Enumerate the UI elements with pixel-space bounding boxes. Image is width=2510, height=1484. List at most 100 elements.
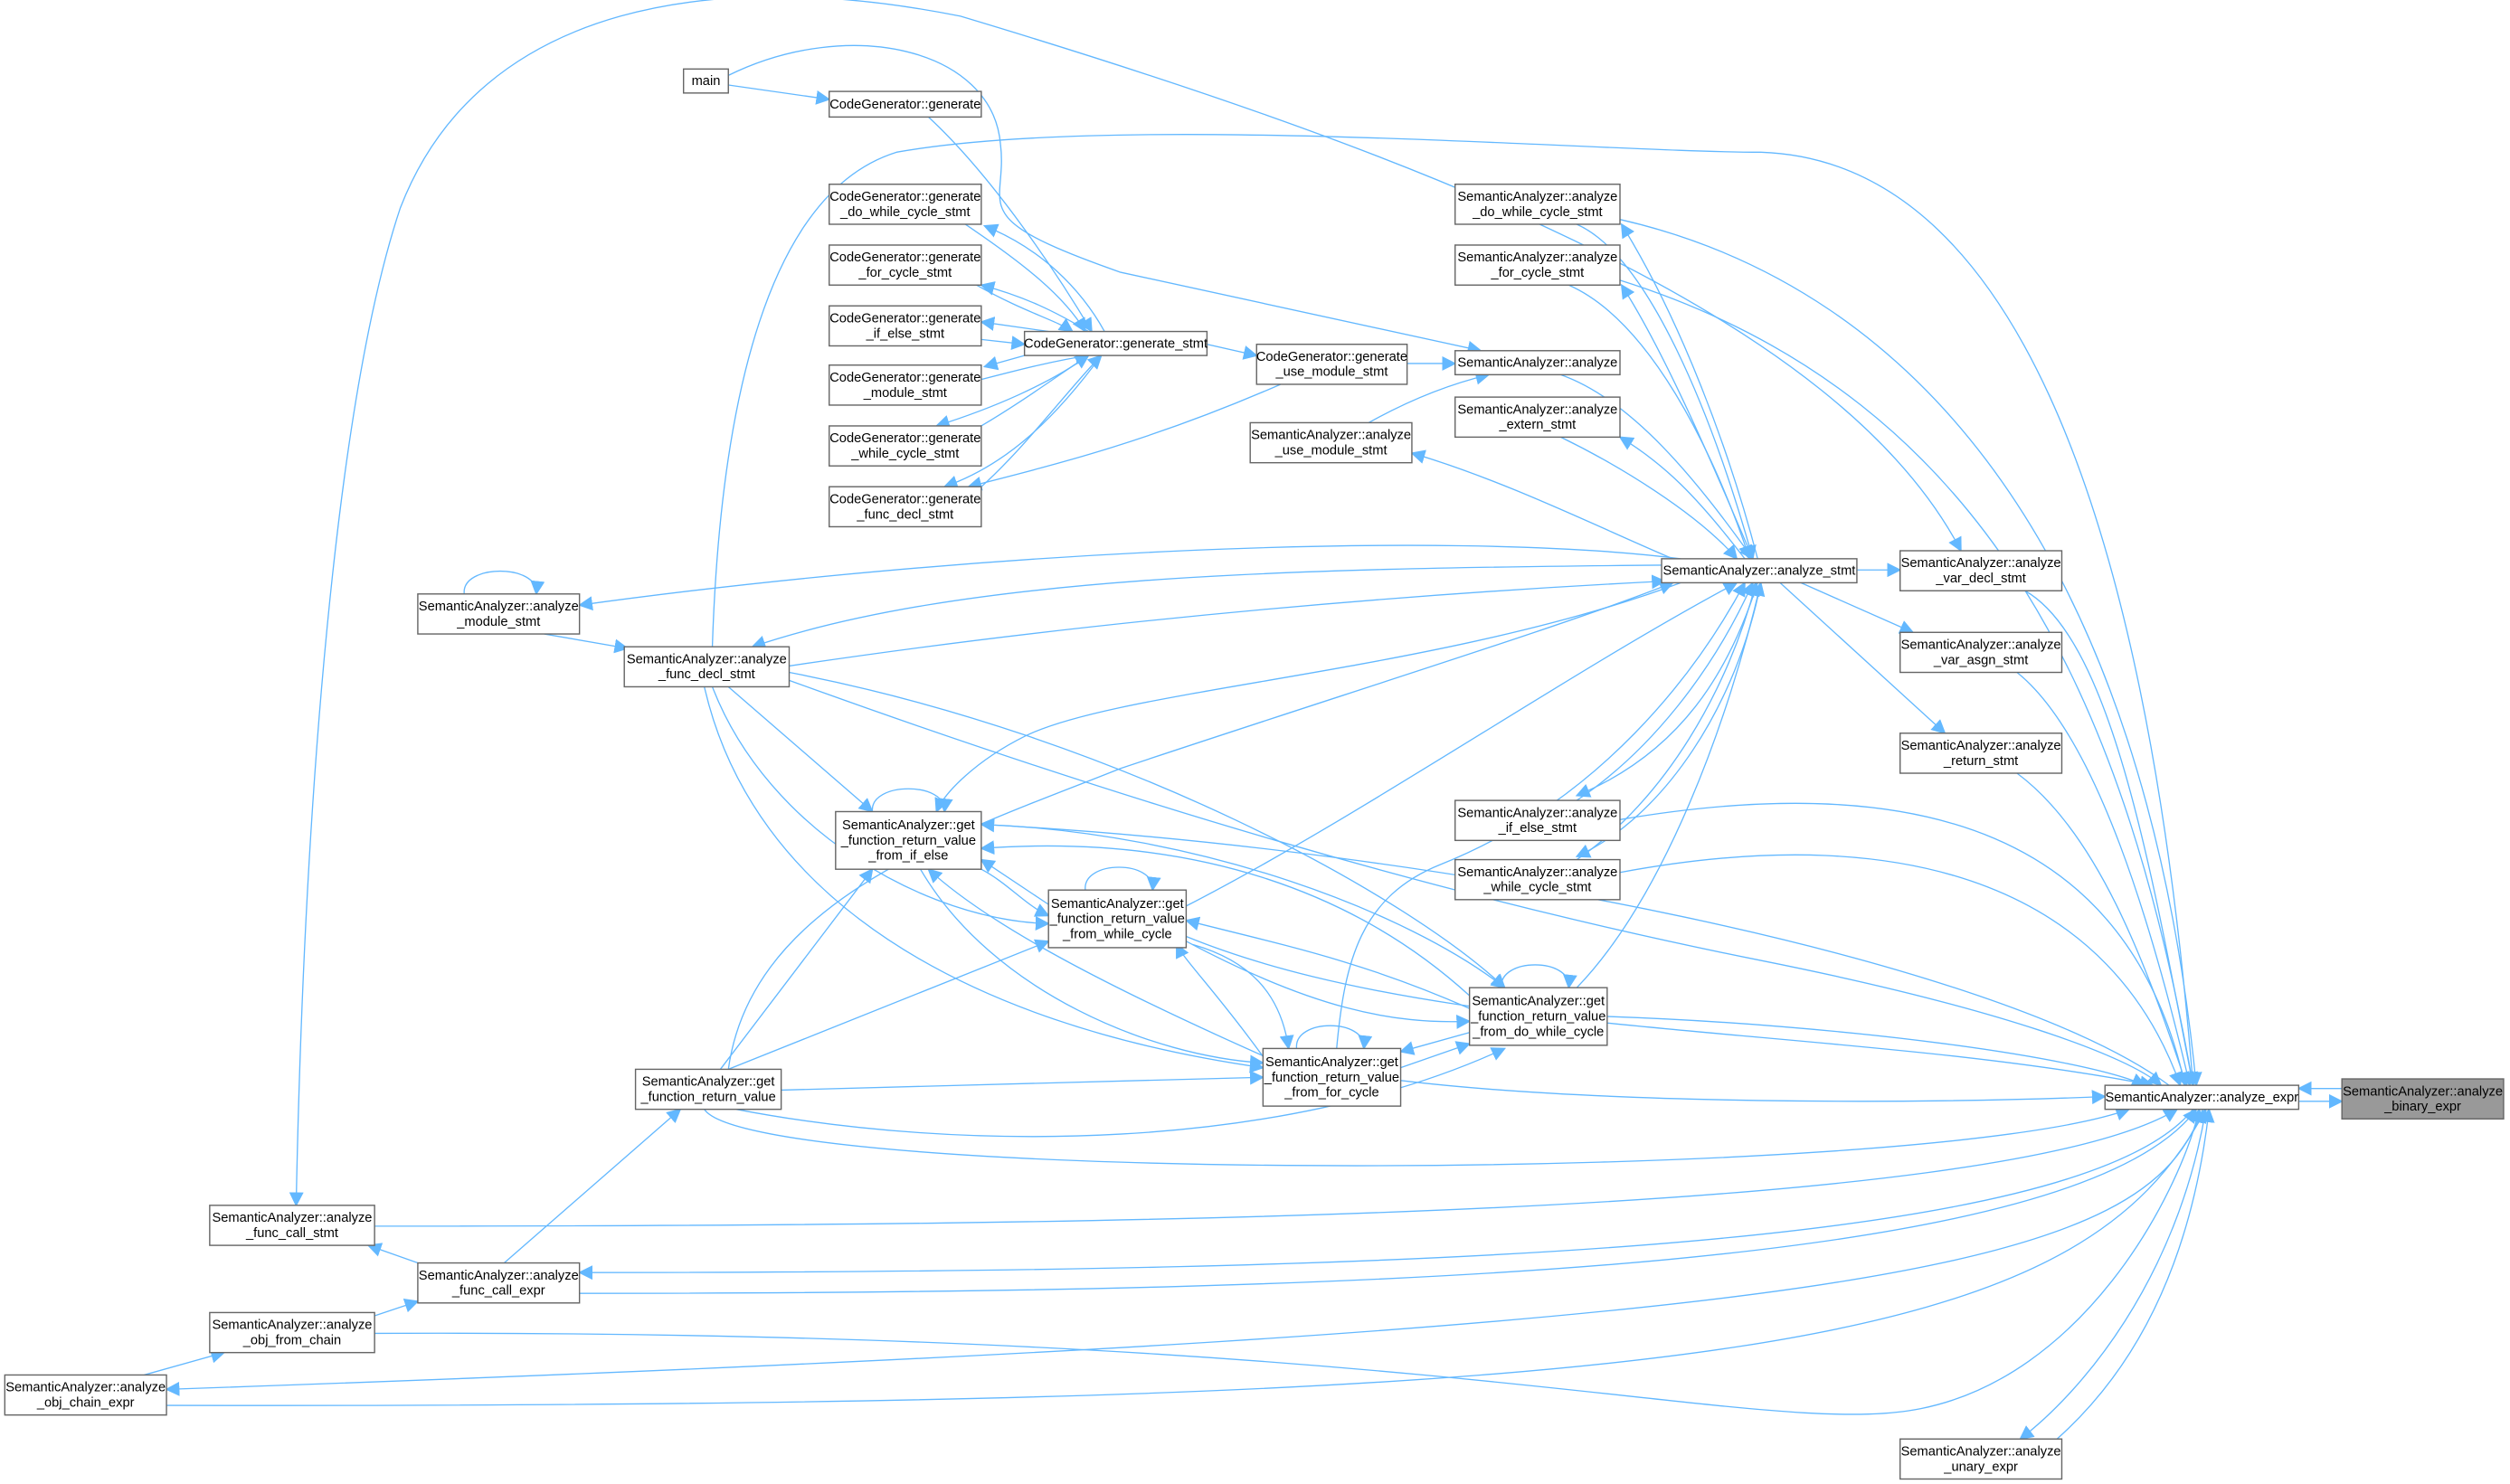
node-label: _obj_chain_expr bbox=[36, 1395, 135, 1410]
call-edge-39 bbox=[1186, 581, 1738, 907]
call-edge-91 bbox=[374, 1108, 2203, 1415]
node-label: SemanticAnalyzer::get bbox=[842, 818, 975, 833]
call-edge-79 bbox=[2016, 671, 2194, 1087]
node-box bbox=[1454, 799, 1621, 842]
graph-node-sa-while-stmt[interactable]: SemanticAnalyzer::analyze_while_cycle_st… bbox=[1454, 858, 1621, 901]
node-label: CodeGenerator::generate bbox=[829, 98, 980, 112]
graph-node-cg-module[interactable]: CodeGenerator::generate_module_stmt bbox=[829, 364, 982, 406]
call-edge-45 bbox=[289, 0, 1962, 1207]
graph-node-sa-rv-do-while[interactable]: SemanticAnalyzer::get_function_return_va… bbox=[1468, 987, 1608, 1046]
call-edge-90 bbox=[579, 1108, 2198, 1294]
call-edge-95 bbox=[2056, 1108, 2215, 1440]
node-label: _obj_from_chain bbox=[242, 1333, 341, 1347]
node-box bbox=[2104, 1084, 2300, 1111]
graph-node-sa-module-stmt[interactable]: SemanticAnalyzer::analyze_module_stmt bbox=[417, 593, 581, 635]
call-edge-31 bbox=[751, 564, 1662, 650]
call-edge-61 bbox=[1295, 1025, 1373, 1050]
graph-node-sa-if-else-stmt[interactable]: SemanticAnalyzer::analyze_if_else_stmt bbox=[1454, 799, 1621, 842]
node-label: _return_stmt bbox=[1943, 754, 2018, 769]
call-edge-43 bbox=[544, 633, 630, 654]
graph-node-cg-while[interactable]: CodeGenerator::generate_while_cycle_stmt bbox=[829, 425, 982, 467]
call-edge-96 bbox=[789, 679, 2163, 1087]
call-edge-9 bbox=[980, 350, 1091, 381]
node-label: SemanticAnalyzer::analyze bbox=[212, 1319, 372, 1333]
node-box bbox=[634, 1068, 782, 1111]
graph-node-cg-if-else[interactable]: CodeGenerator::generate_if_else_stmt bbox=[829, 305, 982, 347]
node-box bbox=[1454, 396, 1621, 439]
call-edge-94 bbox=[2019, 1109, 2207, 1441]
graph-node-sa-rv[interactable]: SemanticAnalyzer::get_function_return_va… bbox=[634, 1068, 782, 1111]
node-label: CodeGenerator::generate bbox=[829, 371, 980, 385]
call-edge-93 bbox=[166, 1108, 2207, 1406]
node-label: _from_for_cycle bbox=[1283, 1086, 1378, 1101]
graph-node-cg-for[interactable]: CodeGenerator::generate_for_cycle_stmt bbox=[829, 244, 982, 286]
call-edge-0 bbox=[728, 84, 831, 105]
call-edge-2 bbox=[928, 116, 1093, 333]
call-edge-69 bbox=[1192, 943, 1294, 1050]
node-box bbox=[2341, 1078, 2505, 1120]
graph-node-sa-func-decl[interactable]: SemanticAnalyzer::analyze_func_decl_stmt bbox=[623, 646, 791, 688]
call-edge-30 bbox=[578, 544, 1681, 611]
graph-node-sa-do-while-stmt[interactable]: SemanticAnalyzer::analyze_do_while_cycle… bbox=[1454, 184, 1621, 225]
call-edge-47 bbox=[711, 686, 1050, 931]
node-box bbox=[829, 486, 982, 528]
node-label: SemanticAnalyzer::analyze bbox=[419, 600, 579, 614]
node-box bbox=[1255, 344, 1408, 385]
graph-node-sa-var-asgn[interactable]: SemanticAnalyzer::analyze_var_asgn_stmt bbox=[1899, 631, 2063, 674]
graph-node-sa-obj-from-chain[interactable]: SemanticAnalyzer::analyze_obj_from_chain bbox=[209, 1311, 375, 1354]
graph-node-sa-for-stmt[interactable]: SemanticAnalyzer::analyze_for_cycle_stmt bbox=[1454, 244, 1621, 286]
node-label: _func_decl_stmt bbox=[658, 667, 755, 682]
call-edge-4 bbox=[982, 223, 1105, 332]
graph-node-cg-func-decl[interactable]: CodeGenerator::generate_func_decl_stmt bbox=[829, 486, 982, 528]
graph-node-cg-generate[interactable]: CodeGenerator::generate bbox=[829, 90, 982, 118]
graph-node-cg-do-while[interactable]: CodeGenerator::generate_do_while_cycle_s… bbox=[829, 184, 982, 225]
call-edge-46 bbox=[727, 685, 874, 813]
graph-node-cg-generate-stmt[interactable]: CodeGenerator::generate_stmt bbox=[1023, 330, 1208, 356]
graph-node-sa-return[interactable]: SemanticAnalyzer::analyze_return_stmt bbox=[1899, 733, 2063, 774]
call-edge-63 bbox=[980, 868, 1050, 917]
graph-node-sa-extern-stmt[interactable]: SemanticAnalyzer::analyze_extern_stmt bbox=[1454, 396, 1621, 439]
node-label: _from_if_else bbox=[867, 849, 948, 864]
node-label: SemanticAnalyzer::analyze bbox=[1457, 402, 1617, 417]
graph-node-sa-unary[interactable]: SemanticAnalyzer::analyze_unary_expr bbox=[1899, 1438, 2063, 1480]
call-edge-21 bbox=[1576, 223, 1757, 561]
graph-node-sa-rv-while[interactable]: SemanticAnalyzer::get_function_return_va… bbox=[1047, 889, 1188, 949]
call-edge-28 bbox=[1800, 581, 1915, 634]
node-label: CodeGenerator::generate bbox=[829, 492, 980, 506]
node-label: _module_stmt bbox=[456, 615, 540, 629]
call-edge-17 bbox=[967, 383, 1282, 491]
node-label: SemanticAnalyzer::analyze_stmt bbox=[1663, 564, 1856, 579]
node-label: CodeGenerator::generate bbox=[829, 250, 980, 265]
node-label: _do_while_cycle_stmt bbox=[839, 205, 971, 220]
graph-node-sa-use-module[interactable]: SemanticAnalyzer::analyze_use_module_stm… bbox=[1249, 421, 1413, 464]
call-edge-22 bbox=[1620, 222, 1758, 560]
node-label: _module_stmt bbox=[863, 386, 947, 401]
node-label: SemanticAnalyzer::analyze bbox=[2343, 1084, 2503, 1099]
graph-node-main[interactable]: main bbox=[682, 68, 729, 94]
graph-node-sa-rv-if-else[interactable]: SemanticAnalyzer::get_function_return_va… bbox=[835, 810, 982, 870]
graph-node-sa-expr[interactable]: SemanticAnalyzer::analyze_expr bbox=[2104, 1084, 2300, 1111]
node-box bbox=[1899, 733, 2063, 774]
call-edge-55 bbox=[366, 1243, 419, 1264]
node-label: _use_module_stmt bbox=[1274, 443, 1388, 458]
graph-node-sa-obj-chain-expr[interactable]: SemanticAnalyzer::analyze_obj_chain_expr bbox=[4, 1374, 167, 1416]
call-edge-89 bbox=[578, 1109, 2194, 1281]
node-box bbox=[1468, 987, 1608, 1046]
graph-node-cg-use-module[interactable]: CodeGenerator::generate_use_module_stmt bbox=[1255, 344, 1408, 385]
graph-node-sa-analyze[interactable]: SemanticAnalyzer::analyze bbox=[1454, 350, 1621, 376]
graph-node-sa-func-call-expr[interactable]: SemanticAnalyzer::analyze_func_call_expr bbox=[417, 1262, 581, 1304]
call-edge-60 bbox=[1501, 964, 1577, 989]
call-edge-72 bbox=[1399, 1032, 1470, 1055]
graph-node-sa-rv-for[interactable]: SemanticAnalyzer::get_function_return_va… bbox=[1262, 1047, 1402, 1107]
call-edge-18 bbox=[1368, 370, 1491, 424]
graph-node-sa-func-call-stmt[interactable]: SemanticAnalyzer::analyze_func_call_stmt bbox=[209, 1205, 375, 1246]
node-box bbox=[829, 90, 982, 118]
call-edge-68 bbox=[1176, 942, 1264, 1057]
graph-node-sa-analyze-stmt[interactable]: SemanticAnalyzer::analyze_stmt bbox=[1661, 558, 1858, 584]
graph-node-sa-var-decl[interactable]: SemanticAnalyzer::analyze_var_decl_stmt bbox=[1899, 550, 2063, 591]
node-label: CodeGenerator::generate_stmt bbox=[1024, 336, 1208, 351]
node-box bbox=[1454, 244, 1621, 286]
node-label: _binary_expr bbox=[2383, 1100, 2461, 1114]
node-box bbox=[835, 810, 982, 870]
